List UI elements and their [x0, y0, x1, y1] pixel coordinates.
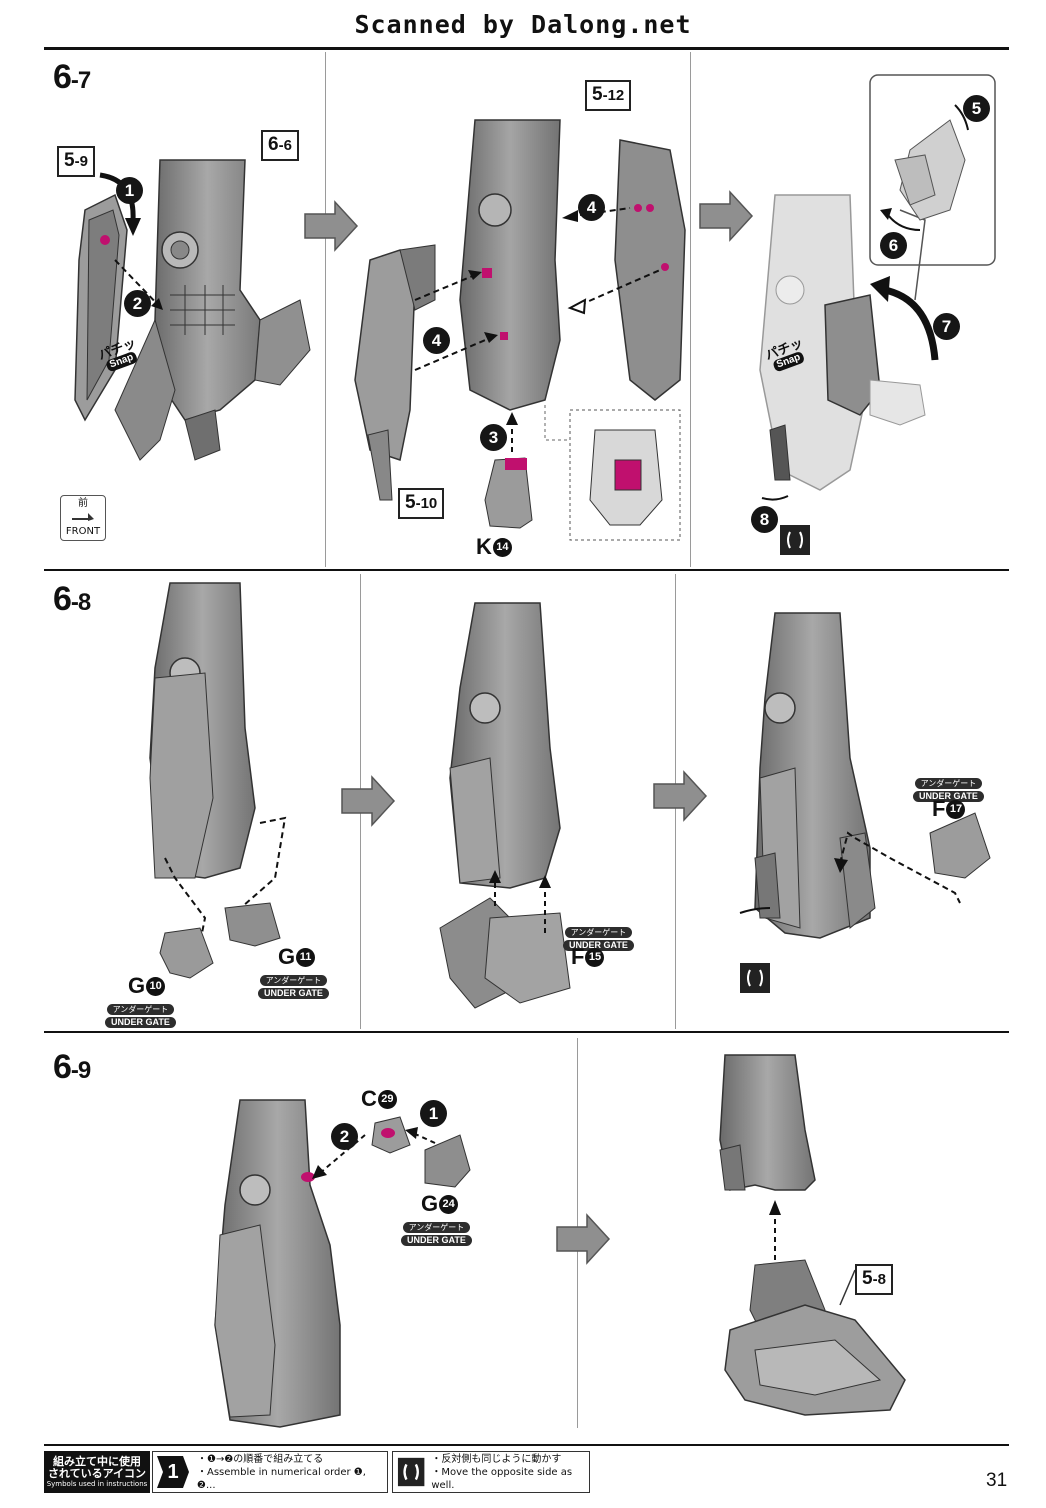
step-6-7-panel-1-illustration: [74, 159, 311, 461]
opposite-side-icon: [397, 1457, 425, 1487]
top-rule: [44, 47, 1009, 50]
next-arrow-icon: [341, 775, 396, 827]
ref-5-9: 5-9: [57, 146, 95, 177]
page-number: 31: [986, 1470, 1008, 1491]
footer-rule: [44, 1444, 1009, 1446]
next-arrow-icon: [699, 190, 754, 242]
step-6-9-panel-1-illustration: [214, 1099, 471, 1428]
order-number-7: 7: [933, 313, 960, 340]
step-6-9-title: 6-9: [53, 1048, 91, 1087]
order-number-5: 5: [963, 95, 990, 122]
step-6-7-sub: -7: [70, 67, 91, 94]
ref-6-6: 6-6: [261, 130, 299, 161]
symbols-jp-line2: されているアイコン: [47, 1466, 147, 1480]
next-arrow-icon: [304, 200, 359, 252]
ref-5-8: 5-8: [855, 1264, 893, 1295]
step-6-9-panel-2-illustration: [719, 1054, 906, 1416]
step-6-7-main: 6: [53, 58, 72, 96]
divider-6-7-b: [690, 52, 691, 567]
opposite-jp: ・反対側も同じように動かす: [431, 1453, 562, 1465]
step-6-9-main: 6: [53, 1048, 72, 1086]
step-6-7-title: 6-7: [53, 58, 91, 97]
front-jp: 前: [78, 498, 88, 509]
order-number-4: 4: [423, 327, 450, 354]
step-6-8-main: 6: [53, 580, 72, 618]
symbols-en: Symbols used in instructions: [46, 1479, 148, 1488]
order-icon: 1: [155, 1454, 191, 1490]
order-jp: ・❶→❷の順番で組み立てる: [197, 1453, 324, 1465]
order-number-4: 4: [578, 194, 605, 221]
step-6-8-sub: -8: [70, 589, 91, 616]
order-number-2: 2: [124, 290, 151, 317]
divider-6-7-a: [325, 52, 326, 567]
step-6-8-panel-2-illustration: [439, 602, 571, 1009]
opposite-en: ・Move the opposite side as well.: [431, 1466, 573, 1491]
order-number-3: 3: [480, 424, 507, 451]
step-6-8-title: 6-8: [53, 580, 91, 619]
legend-opposite-side: ・反対側も同じように動かす ・Move the opposite side as…: [392, 1451, 590, 1493]
next-arrow-icon: [556, 1213, 611, 1265]
divider-rule-2: [44, 1031, 1009, 1033]
step-6-8-panel-1-illustration: [149, 582, 287, 979]
order-number-1: 1: [420, 1100, 447, 1127]
order-number-6: 6: [880, 232, 907, 259]
order-number-2: 2: [331, 1123, 358, 1150]
divider-rule-1: [44, 569, 1009, 571]
order-en: ・Assemble in numerical order ❶, ❷...: [197, 1466, 366, 1491]
scan-credit: Scanned by Dalong.net: [354, 10, 692, 39]
ref-5-12: 5-12: [585, 80, 632, 111]
order-number-1: 1: [116, 177, 143, 204]
ref-5-10: 5-10: [398, 488, 445, 519]
front-en: FRONT: [65, 526, 101, 537]
symbols-jp-line1: 組み立て中に使用: [53, 1454, 141, 1468]
step-6-9-sub: -9: [70, 1057, 91, 1084]
symbols-legend-title: 組み立て中に使用 されているアイコン Symbols used in instr…: [44, 1451, 150, 1493]
next-arrow-icon: [653, 770, 708, 822]
front-indicator: 前 FRONT: [60, 495, 106, 541]
step-6-8-panel-3-illustration: [739, 612, 991, 993]
front-arrow-icon: [72, 513, 94, 521]
step-6-7-panel-3-illustration: [759, 74, 996, 555]
legend-numerical-order: 1 ・❶→❷の順番で組み立てる ・Assemble in numerical o…: [152, 1451, 388, 1493]
step-6-7-panel-2-illustration: [354, 119, 686, 541]
order-number-8: 8: [751, 506, 778, 533]
